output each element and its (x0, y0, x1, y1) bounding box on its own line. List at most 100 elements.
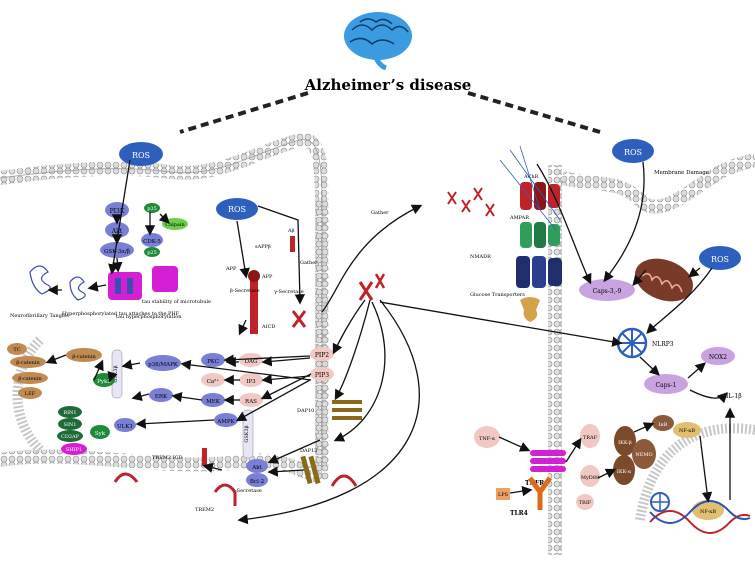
ros-label: ROS (132, 151, 150, 160)
lps-node: LPS (496, 488, 510, 500)
title-dash-right (467, 91, 601, 134)
tlr4-label: TLR4 (510, 510, 528, 517)
nlrp3-label: NLRP3 (652, 341, 674, 348)
bin1-node: BIN1 (58, 406, 82, 418)
glucose-label: Glucose Transporters (470, 292, 525, 298)
beta-catenin-node-2: β-catenin (10, 356, 46, 368)
ship1-node: SHIP1 (61, 443, 87, 455)
svg-text:ERK: ERK (155, 394, 168, 400)
svg-text:TNF-α: TNF-α (479, 436, 496, 442)
svg-text:GSK3β: GSK3β (244, 425, 250, 442)
ros-cloud-4: ROS (699, 246, 741, 270)
title-text: Alzheimer’s disease (304, 76, 472, 94)
svg-text:ULK1: ULK1 (117, 424, 133, 430)
tnfr-receptor (530, 450, 566, 472)
svg-text:β-catenin: β-catenin (18, 376, 42, 382)
tnfa-node: TNF-α (474, 426, 500, 448)
p38-node: p38/MAPK (145, 355, 181, 371)
caps1-node: Caps-1 (644, 374, 688, 394)
microtubule-icon (108, 266, 178, 300)
pathway-arrows (45, 159, 736, 525)
trif-node: TRIF (576, 494, 594, 510)
il1b-label: IL-1β (726, 393, 742, 400)
svg-text:Akt: Akt (251, 465, 262, 471)
svg-text:PIP3: PIP3 (315, 372, 329, 379)
ulk1-node: ULK1 (114, 418, 136, 432)
ip3-node: IP3 (239, 373, 263, 387)
tau-hyper-label: tau hyperphosphorylation (116, 314, 182, 320)
svg-text:Caps-1: Caps-1 (656, 382, 677, 389)
trem2-icd-label: TREM2 ICD (152, 455, 182, 461)
ab-aggregate-icon (291, 310, 307, 328)
svg-text:Akt: Akt (111, 228, 123, 235)
pip2-node: PIP2 (310, 347, 334, 361)
membrane-damage-label: Membrane Damage (654, 170, 709, 176)
syk-node: Syk (90, 425, 110, 439)
sin1-node: SIN1 (58, 418, 82, 430)
ampk-node: AMPK (214, 413, 238, 427)
gather-label-1: Gather (300, 260, 318, 266)
svg-text:Syk: Syk (95, 431, 106, 437)
svg-text:DAG: DAG (245, 359, 258, 365)
svg-text:Ca²⁺: Ca²⁺ (207, 378, 220, 385)
traf-node: TRAF (580, 424, 600, 448)
tangle-icon (29, 265, 86, 301)
nfkb-node-2: NF-κB (692, 500, 724, 520)
svg-text:NF-κB: NF-κB (700, 509, 716, 515)
membrane-left-vertical (315, 200, 329, 480)
svg-text:IκB: IκB (659, 422, 668, 428)
calcium-node: Ca²⁺ (201, 373, 225, 387)
trem2-icd-fragment (202, 448, 207, 466)
dna-strand-1 (649, 510, 751, 534)
svg-text:GSK-3α/β: GSK-3α/β (104, 249, 130, 255)
p35-node: p35 (144, 203, 160, 213)
lef-node: LEF (18, 387, 42, 399)
svg-text:SIN1: SIN1 (64, 422, 77, 428)
ikb-node: IκB (652, 415, 674, 431)
dap10-label: DAP10 (297, 408, 314, 414)
membrane-right-vertical (548, 165, 562, 555)
erk-node: ERK (149, 388, 173, 402)
ikk-complex: IKK-β NEMO IKK-α (613, 426, 656, 485)
svg-text:IP3: IP3 (246, 379, 256, 385)
brain-icon (344, 12, 412, 71)
svg-text:RAS: RAS (245, 399, 257, 405)
gsk3b-vertical-1: GSK3β (111, 349, 123, 399)
beta-catenin-node-1: β-catenin (66, 348, 102, 362)
nmadr-label: NMADR (470, 254, 491, 260)
gsk3-node: GSK-3α/β (100, 242, 134, 258)
svg-text:MyD88: MyD88 (581, 475, 599, 481)
p25-node: p25 (144, 247, 160, 257)
ab-label: Aβ (287, 228, 295, 234)
mek-node: MEK (201, 393, 225, 407)
trem2-receptor-right (330, 474, 358, 487)
svg-text:PIP2: PIP2 (315, 352, 329, 359)
ampar-receptor (520, 222, 560, 248)
nlrp3-icon (616, 327, 648, 359)
svg-text:Caps-3,-9: Caps-3,-9 (593, 288, 622, 295)
svg-text:p35: p35 (147, 206, 157, 212)
svg-text:β-catenin: β-catenin (72, 354, 96, 360)
ros-label: ROS (711, 255, 729, 264)
caspase39-node: Caps-3,-9 (579, 279, 635, 301)
svg-text:SHIP1: SHIP1 (66, 447, 82, 453)
title-dash-left (179, 91, 309, 134)
ros-label: ROS (228, 205, 246, 214)
aicd-label: AICD (261, 324, 275, 330)
pkc-node: PKC (201, 353, 225, 367)
pi3k-node: PI3K (105, 202, 129, 218)
app-label: APP (225, 266, 237, 272)
bcl2-node: Bcl-2 (246, 473, 268, 487)
ros-label: ROS (624, 148, 642, 157)
svg-text:IKK-β: IKK-β (618, 440, 632, 446)
svg-text:Calpain: Calpain (165, 222, 185, 228)
svg-text:Pyk2: Pyk2 (97, 379, 111, 385)
ab-aggregate-center (358, 281, 374, 301)
svg-text:TC: TC (13, 347, 20, 353)
tc-node: TC (7, 343, 27, 355)
svg-text:NEMO: NEMO (635, 452, 652, 458)
gather-label-2: Gather (371, 210, 389, 216)
membrane-right-top (560, 153, 755, 214)
